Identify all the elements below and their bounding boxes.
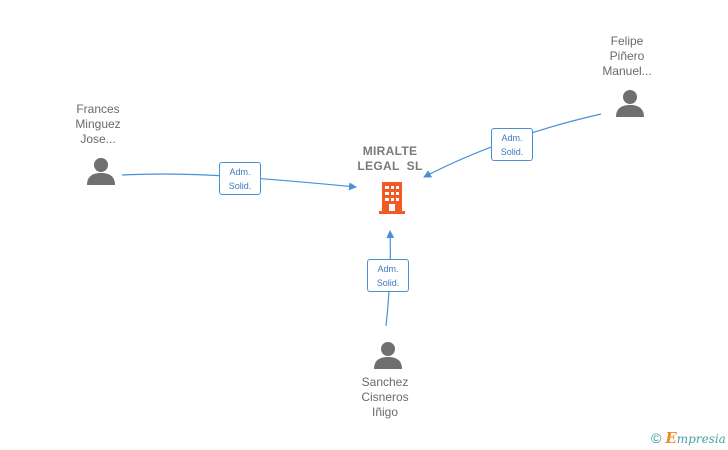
person-icon[interactable]: [615, 88, 645, 118]
person-name-line: Cisneros: [361, 390, 409, 404]
empresia-watermark: © Empresia: [651, 429, 726, 447]
edge-frances-to-company: [121, 173, 357, 191]
person-name-sanchez[interactable]: Sanchez Cisneros Iñigo: [345, 375, 425, 420]
edge-label-frances[interactable]: Adm. Solid.: [219, 162, 261, 195]
edge-label-sanchez[interactable]: Adm. Solid.: [367, 259, 409, 292]
edge-label-line: Solid.: [228, 181, 252, 191]
person-name-line: Jose...: [80, 132, 116, 146]
person-name-line: Felipe: [610, 34, 644, 48]
person-name-line: Frances: [76, 102, 120, 116]
brand-logo-text: mpresia: [676, 431, 726, 446]
person-name-frances[interactable]: Frances Minguez Jose...: [58, 102, 138, 147]
brand-logo: Empresia: [665, 430, 726, 447]
edge-label-line: Solid.: [376, 278, 400, 288]
edge-label-felipe[interactable]: Adm. Solid.: [491, 128, 533, 161]
person-icon[interactable]: [373, 340, 403, 370]
company-name[interactable]: MIRALTE LEGAL SL: [340, 144, 440, 174]
edge-label-line: Adm.: [229, 167, 251, 177]
edge-label-line: Adm.: [377, 264, 399, 274]
person-name-line: Iñigo: [371, 405, 399, 419]
brand-logo-initial: E: [665, 428, 677, 447]
company-name-line-1: MIRALTE: [362, 144, 418, 158]
person-name-line: Manuel...: [602, 64, 652, 78]
building-icon[interactable]: [376, 180, 408, 215]
edge-label-line: Adm.: [501, 133, 523, 143]
company-name-line-2: LEGAL SL: [357, 159, 423, 173]
person-name-felipe[interactable]: Felipe Piñero Manuel...: [587, 34, 667, 79]
person-name-line: Piñero: [609, 49, 645, 63]
person-name-line: Sanchez: [361, 375, 409, 389]
person-icon[interactable]: [86, 156, 116, 186]
copyright-icon: ©: [651, 430, 662, 446]
person-name-line: Minguez: [75, 117, 121, 131]
edge-label-line: Solid.: [500, 147, 524, 157]
